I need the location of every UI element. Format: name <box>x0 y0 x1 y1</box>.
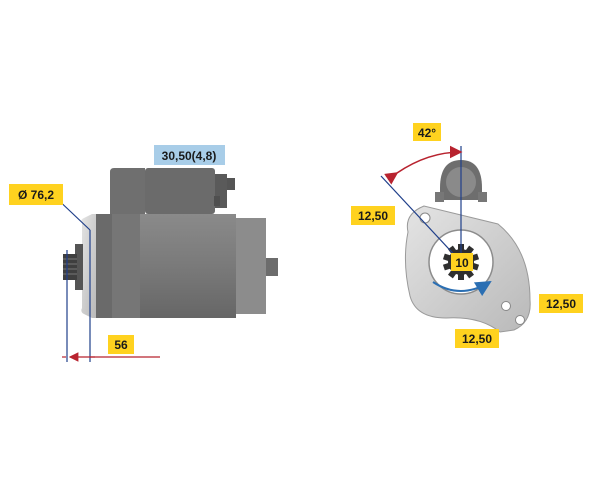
length-label-box <box>108 335 134 354</box>
pinion-teeth <box>63 258 77 275</box>
hole-bottom-label: 12,50 <box>462 332 492 346</box>
motor-body <box>140 214 236 318</box>
connector-label-box <box>154 145 225 165</box>
connector-label: 30,50(4,8) <box>162 149 217 163</box>
solenoid-housing <box>110 168 145 214</box>
hole-bottom-label-box <box>455 329 499 348</box>
angle-label-box <box>413 123 441 141</box>
solenoid <box>145 168 215 214</box>
mounting-hole-right <box>501 301 511 311</box>
mounting-flange <box>81 214 96 318</box>
pinion-collar <box>75 244 83 290</box>
solenoid-terminal-cap <box>227 178 235 190</box>
teeth-label-box <box>451 253 473 271</box>
diameter-label-box <box>9 184 63 205</box>
hole-right-label-box <box>539 294 583 313</box>
angle-line-diagonal <box>380 175 462 263</box>
length-label: 56 <box>114 338 128 352</box>
solenoid-terminal-right <box>478 192 487 202</box>
rotation-direction-arrow <box>432 280 492 297</box>
hole-left-label: 12,50 <box>358 209 388 223</box>
mounting-hole-bottom <box>515 315 525 325</box>
mounting-hole-left <box>419 212 431 224</box>
side-view: Ø 76,2 30,50(4,8) 56 <box>9 145 278 362</box>
teeth-label: 10 <box>455 256 469 270</box>
motor-end-cap <box>236 218 266 314</box>
angle-arc <box>384 145 463 185</box>
hole-left-label-box <box>351 206 395 225</box>
angle-label: 42° <box>418 126 436 140</box>
motor-end-stud <box>266 258 278 276</box>
drive-housing-shade <box>96 214 112 318</box>
solenoid-terminal-cap <box>214 196 220 206</box>
diameter-label: Ø 76,2 <box>18 188 54 202</box>
solenoid-terminal-left <box>435 192 444 202</box>
pinion-gear <box>63 254 77 280</box>
hole-right-label: 12,50 <box>546 297 576 311</box>
front-view: 42° 12,50 10 12,50 12,50 <box>351 123 583 348</box>
